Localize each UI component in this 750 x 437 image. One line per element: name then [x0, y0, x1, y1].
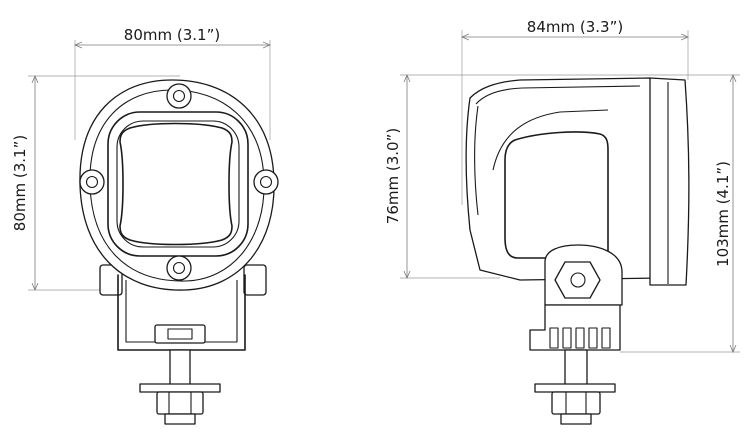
front-width-label: 80mm (3.1”) — [124, 26, 220, 44]
front-bolt-bottom — [166, 255, 192, 281]
front-bolt-top — [166, 83, 192, 109]
front-width-dimension: 80mm (3.1”) — [75, 26, 270, 140]
front-height-label: 80mm (3.1”) — [11, 135, 29, 231]
side-view: 84mm (3.3”) 76mm (3.0”) 103mm (4.1”) — [384, 18, 740, 425]
front-bolt-right — [253, 169, 279, 195]
side-housing — [465, 77, 663, 281]
side-total-height-label: 103mm (4.1”) — [714, 161, 732, 267]
side-depth-label: 84mm (3.3”) — [527, 18, 623, 36]
side-stand-fins — [529, 304, 621, 351]
front-housing-inner-ring — [89, 89, 265, 282]
side-lens-height-dimension: 76mm (3.0”) — [384, 75, 660, 278]
side-mounting-stud — [534, 349, 616, 425]
side-swivel-bolt — [544, 244, 623, 306]
front-bracket — [99, 264, 267, 351]
side-total-height-dimension: 103mm (4.1”) — [620, 75, 740, 352]
front-view: 80mm (3.1”) 80mm (3.1”) — [11, 26, 279, 425]
front-lens — [119, 122, 233, 246]
side-panel-window — [504, 131, 609, 259]
front-mounting-stud — [139, 349, 221, 425]
side-lens-height-label: 76mm (3.0”) — [384, 128, 402, 224]
front-bolt-left — [79, 169, 105, 195]
side-lens-face — [649, 77, 690, 286]
side-depth-dimension: 84mm (3.3”) — [462, 18, 688, 205]
front-height-dimension: 80mm (3.1”) — [11, 76, 180, 290]
